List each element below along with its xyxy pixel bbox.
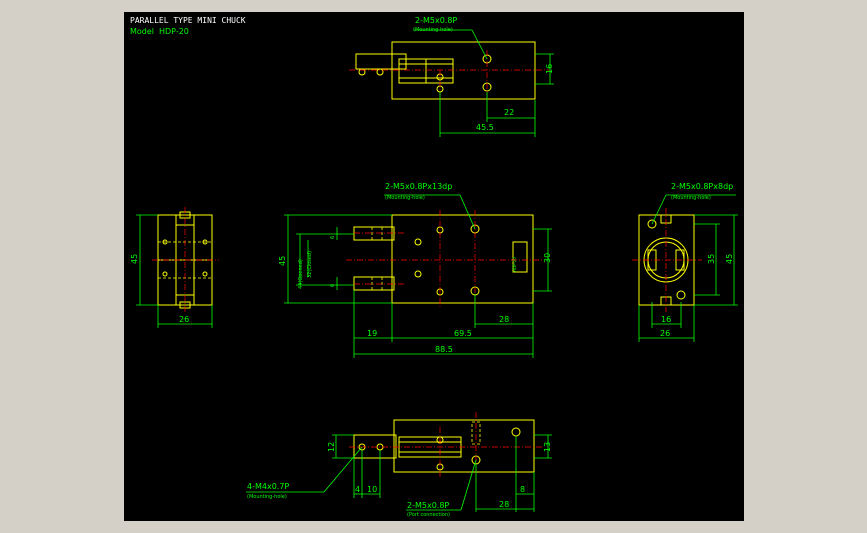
bot-dim-12: 12 <box>327 442 336 452</box>
model-value: HDP-20 <box>159 27 189 36</box>
mid-callout: 2-M5x0.8Px13dp <box>385 182 452 191</box>
mid-dim-28: 28 <box>499 315 509 324</box>
mid-dim-6-top: 6 <box>330 236 336 239</box>
right-callout-note: (Mounting-hole) <box>671 195 711 201</box>
right-dim-45: 45 <box>725 254 734 264</box>
mid-dim-69-5: 69.5 <box>454 329 472 338</box>
right-view: 35 45 16 26 2-M5x0.8Px8dp (Mounting-hole… <box>632 182 738 342</box>
bot-dim-13: 13 <box>543 442 552 452</box>
bot-dim-28: 28 <box>499 500 509 509</box>
left-dim-26: 26 <box>179 315 189 324</box>
mid-dim-30: 30 <box>543 253 552 263</box>
top-dim-16: 16 <box>545 64 554 74</box>
model-label: Model <box>130 27 154 36</box>
mid-callout-note: (Mounting-hole) <box>385 195 425 201</box>
middle-view: HDP-20 30 45 44(Opened) 32(Closed) 6 6 1… <box>278 182 552 358</box>
bot-dim-8: 8 <box>520 485 525 494</box>
mid-dim-88-5: 88.5 <box>435 345 453 354</box>
bot-callout-port: 2-M5x0.8P <box>407 501 449 510</box>
bot-dim-10: 10 <box>367 485 377 494</box>
cad-drawing: PARALLEL TYPE MINI CHUCK Model HDP-20 16… <box>130 16 738 518</box>
mid-dim-19: 19 <box>367 329 377 338</box>
left-dim-45: 45 <box>130 254 139 264</box>
mid-dim-45: 45 <box>278 256 287 266</box>
drawing-canvas <box>124 12 744 521</box>
bot-callout-left-note: (Mounting-hole) <box>247 494 287 500</box>
top-dim-45-5: 45.5 <box>476 123 494 132</box>
bottom-view: 12 13 4 10 8 28 4-M4x0.7P (Mounting-hole… <box>246 412 552 518</box>
top-dim-22: 22 <box>504 108 514 117</box>
right-callout: 2-M5x0.8Px8dp <box>671 182 733 191</box>
mid-dim-6-bot: 6 <box>330 284 336 287</box>
drawing-title: PARALLEL TYPE MINI CHUCK <box>130 16 246 25</box>
bot-dim-4: 4 <box>355 485 360 494</box>
mid-label-plate: HDP-20 <box>512 257 517 272</box>
right-dim-16: 16 <box>661 315 671 324</box>
mid-dim-44-open: 44(Opened) <box>298 259 304 289</box>
right-dim-35: 35 <box>707 254 716 264</box>
top-callout: 2-M5x0.8P <box>415 16 457 25</box>
left-view: 45 26 <box>130 207 219 328</box>
top-callout-note: (Mounting-hole) <box>413 27 453 33</box>
top-view: 16 22 45.5 2-M5x0.8P (Mounting-hole) <box>349 16 554 137</box>
bot-callout-left: 4-M4x0.7P <box>247 482 289 491</box>
mid-dim-32-closed: 32(Closed) <box>307 251 313 278</box>
right-dim-26: 26 <box>660 329 670 338</box>
bot-callout-port-note: (Port connection) <box>407 512 450 518</box>
